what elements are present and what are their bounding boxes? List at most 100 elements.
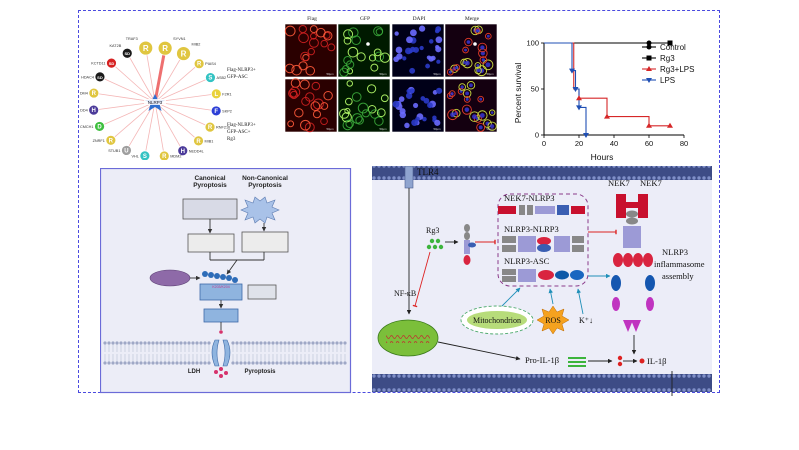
node-kctd11: SD KCTD11 — [91, 57, 117, 69]
nlrp3-nlrp3-complex — [502, 236, 584, 252]
scale-bar-label: 50μm — [486, 127, 494, 131]
center-label: NLRP3 — [148, 100, 163, 105]
node-label: VHL — [131, 154, 138, 158]
edge-rnf216 — [154, 101, 211, 128]
edge-stub1 — [126, 101, 156, 151]
col-label-gfp: GFP — [360, 16, 370, 22]
edge-nedd4l — [154, 101, 184, 151]
node-label: SYVN1 — [173, 37, 185, 41]
marker-rg3-lps — [646, 122, 652, 128]
cell-membrane — [103, 341, 347, 365]
complex-box — [497, 193, 589, 287]
micrograph-r1-gfp: 50μm — [337, 23, 391, 78]
legend-label: Control — [660, 43, 686, 52]
node-label: PIAS4 — [205, 62, 216, 66]
edge-syvn1 — [153, 47, 167, 103]
node-letter: R — [197, 62, 202, 68]
node-letter: R — [143, 44, 149, 53]
node-label: ASB2 — [216, 76, 226, 80]
pathway-panel: TLR4 NF-κB Rg3 NEK7-NLRP3 NLRP3-NLRP3 NL… — [372, 166, 712, 396]
node-letter: R — [92, 91, 97, 97]
ubiquitin-chain — [202, 271, 238, 283]
node-letter: SD — [97, 75, 103, 80]
node-letter: S — [143, 154, 147, 160]
rg3-label: Rg3 — [426, 226, 439, 235]
micrograph-r2-flag: 50μm — [284, 78, 338, 133]
ros-label: ROS — [545, 316, 561, 325]
scale-bar-label: 50μm — [326, 72, 334, 76]
marker-lps — [572, 87, 579, 92]
legend-label: Rg3 — [660, 54, 675, 63]
gsdmd-site-label: K203/K204 — [212, 285, 229, 289]
pro-il1b-label: Pro-IL-1β — [525, 355, 559, 365]
scale-bar-label: 50μm — [326, 127, 334, 131]
plasma-membranes — [372, 166, 712, 392]
node-letter: SD — [109, 61, 115, 66]
node-label: NEDD4L — [189, 149, 204, 153]
node-letter: R — [208, 125, 213, 131]
syvn1-oval — [149, 269, 191, 287]
center-node: NLRP3 — [144, 94, 166, 111]
node-vhl: S VHL — [131, 150, 151, 160]
node-letter: SD — [124, 51, 130, 56]
x-tick-label: 20 — [575, 139, 583, 148]
node-label: MDM2 — [170, 154, 181, 158]
edge-pias4 — [154, 63, 200, 103]
caspase-1-box — [187, 233, 235, 253]
survival-lines — [544, 40, 673, 138]
nlrp3-monomer — [463, 224, 476, 265]
nek7-nlrp3-label: NEK7-NLRP3 — [504, 193, 555, 203]
nfkb-label: NF-κB — [394, 289, 416, 298]
node-letter: R — [162, 154, 167, 160]
nlrp3-asc-label: NLRP3-ASC — [504, 256, 550, 266]
node-label: HDAC4 — [81, 75, 94, 79]
y-tick-label: 0 — [535, 131, 539, 140]
marker-lps — [583, 133, 589, 138]
node-label: KCTD11 — [91, 62, 105, 66]
gsdmd-c-box — [247, 284, 277, 300]
marker-rg3-lps — [667, 122, 673, 128]
node-letter: D — [97, 124, 102, 130]
figure-frame — [78, 10, 720, 393]
node-letter: H — [181, 149, 185, 155]
marker-lps — [569, 68, 575, 74]
node-letter: R — [181, 50, 187, 59]
series-line-rg3-lps — [544, 42, 670, 127]
node-syvn1: R SYVN1 — [157, 37, 186, 56]
edge-mib2 — [154, 53, 184, 103]
marker-rg3-lps — [576, 95, 582, 101]
il1b-label: IL-1β — [647, 356, 666, 366]
caspase-4-box — [241, 231, 289, 253]
node-label: SKP2 — [222, 109, 232, 113]
y-tick-label: 100 — [526, 39, 539, 48]
marker-rg3 — [667, 40, 673, 46]
node-label: TRAF3 — [126, 37, 138, 41]
x-tick-label: 80 — [680, 139, 688, 148]
rg3-molecules — [426, 238, 444, 250]
node-letter: L — [214, 92, 218, 98]
node-label: MIB2 — [192, 43, 201, 47]
assembly-label: NLRP3 inflammasome assembly — [654, 247, 707, 281]
survival-xlabel: Hours — [591, 152, 614, 162]
node-label: ZNRF1 — [93, 139, 105, 143]
legend-label: Rg3+LPS — [660, 65, 694, 74]
edge-asb2 — [154, 77, 211, 103]
edge-kctd11 — [111, 62, 156, 103]
col-label-merge: Merge — [465, 16, 480, 22]
gsdmd-n-cleaved-box — [203, 308, 239, 323]
inflammasome-box — [182, 198, 238, 220]
nlrp3-asc-complex — [502, 269, 584, 282]
edge-cmch1 — [99, 101, 156, 127]
pyroptosis-label: Pyroptosis — [244, 369, 276, 375]
node-letter: R — [196, 139, 201, 145]
node-label: MDM4 — [80, 92, 88, 96]
series-line-lps — [544, 42, 587, 135]
legend-marker — [646, 66, 652, 71]
